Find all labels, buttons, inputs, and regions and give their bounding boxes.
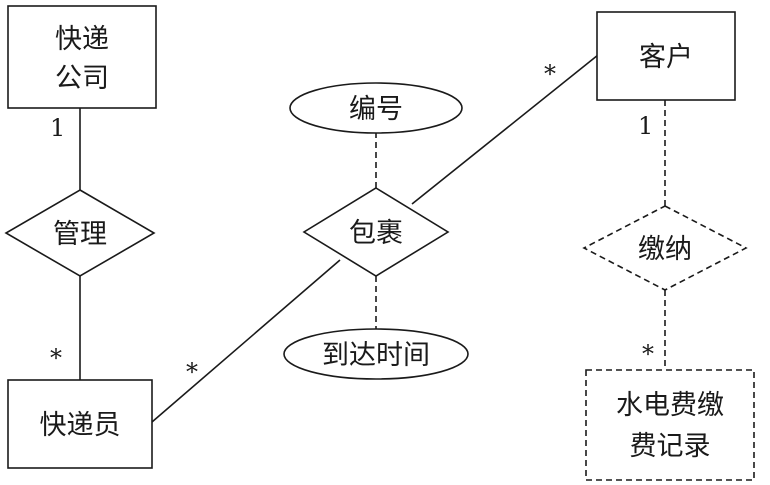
relationship-pay-label: 缴纳 — [638, 234, 692, 265]
attribute-arrival-time — [283, 328, 469, 380]
relationship-parcel — [302, 187, 450, 277]
multiplicity-customer-parcel: * — [544, 60, 556, 88]
multiplicity-record-pay: * — [642, 340, 654, 368]
attribute-number-label: 编号 — [349, 94, 403, 125]
attribute-number — [289, 82, 463, 134]
relationship-pay — [582, 205, 748, 291]
relationship-manage-label: 管理 — [53, 219, 107, 250]
multiplicity-courier-parcel: * — [186, 358, 198, 386]
entity-courier-company — [7, 5, 157, 109]
entity-customer — [596, 11, 736, 101]
relationship-manage — [4, 189, 156, 277]
entity-customer-label: 客户 — [639, 42, 693, 73]
entity-utility-record-line2: 费记录 — [630, 431, 711, 462]
entity-courier-company-line1: 快递 — [55, 24, 109, 55]
entity-courier — [7, 379, 153, 469]
multiplicity-courier-manage: * — [50, 344, 62, 372]
entity-utility-record — [585, 369, 755, 481]
line-courier-parcel — [151, 259, 341, 423]
relationship-parcel-label: 包裹 — [349, 218, 403, 249]
multiplicity-customer-pay: 1 — [638, 112, 653, 140]
line-parcel-customer — [411, 54, 599, 205]
attribute-arrival-time-label: 到达时间 — [322, 340, 430, 371]
entity-courier-company-line2: 公司 — [55, 63, 109, 94]
multiplicity-company-manage: 1 — [50, 114, 65, 142]
entity-utility-record-line1: 水电费缴 — [616, 390, 724, 421]
entity-courier-label: 快递员 — [40, 410, 121, 441]
